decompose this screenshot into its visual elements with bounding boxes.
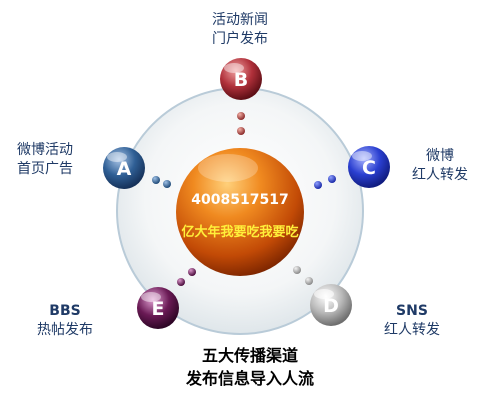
node-c-label: 微博 红人转发 — [395, 147, 485, 185]
node-b-ball — [220, 58, 262, 100]
connector-dot — [152, 176, 160, 184]
connector-dot — [177, 278, 185, 286]
center-sphere-highlight — [198, 154, 258, 182]
node-d-label: SNS 红人转发 — [367, 302, 457, 340]
connector-dot — [163, 180, 171, 188]
node-a-ball — [103, 147, 145, 189]
node-a: A — [103, 147, 145, 189]
connector-dot — [237, 112, 245, 120]
node-b-label-line2: 门户发布 — [212, 31, 268, 47]
node-c-label-line1: 微博 — [426, 148, 454, 164]
node-b-letter: B — [234, 69, 248, 91]
node-a-label: 微博活动 首页广告 — [5, 141, 85, 179]
node-e-ball — [137, 287, 179, 329]
caption-line2: 发布信息导入人流 — [185, 369, 314, 388]
node-c-letter: C — [362, 157, 376, 179]
node-c: C — [348, 146, 390, 188]
node-d: D — [310, 284, 352, 326]
connector-dot — [305, 277, 313, 285]
node-e: E — [137, 287, 179, 329]
node-a-highlight — [107, 152, 127, 162]
node-e-letter: E — [152, 298, 165, 320]
center-slogan: 亿大年我要吃我要吃 — [181, 224, 298, 240]
connector-dot — [314, 181, 322, 189]
node-d-letter: D — [323, 295, 339, 317]
caption-line1: 五大传播渠道 — [201, 346, 298, 365]
diagram-caption: 五大传播渠道 发布信息导入人流 — [150, 344, 350, 390]
connector-dots-a — [152, 176, 171, 188]
connector-dot — [328, 175, 336, 183]
center-sphere — [176, 148, 304, 276]
node-e-label-line2: 热帖发布 — [37, 322, 93, 338]
node-d-highlight — [314, 289, 334, 299]
node-e-label-line1: BBS — [49, 303, 81, 319]
node-c-label-line2: 红人转发 — [412, 167, 468, 183]
node-a-label-line1: 微博活动 — [17, 142, 73, 158]
connector-dot — [237, 127, 245, 135]
connector-dots-b — [237, 112, 245, 135]
connector-dots-d — [293, 266, 313, 285]
node-d-label-line1: SNS — [396, 303, 428, 319]
connector-dot — [188, 268, 196, 276]
connector-dots-e — [177, 268, 196, 286]
node-a-label-line2: 首页广告 — [17, 161, 73, 177]
connector-dot — [293, 266, 301, 274]
center-phone: 4008517517 — [191, 192, 288, 208]
node-b-highlight — [224, 63, 244, 73]
node-e-highlight — [141, 292, 161, 302]
node-b-label: 活动新闻 门户发布 — [190, 11, 290, 49]
node-b: B — [220, 58, 262, 100]
node-e-label: BBS 热帖发布 — [20, 302, 110, 340]
node-c-ball — [348, 146, 390, 188]
node-a-letter: A — [117, 158, 132, 180]
node-c-highlight — [352, 151, 372, 161]
node-b-label-line1: 活动新闻 — [212, 12, 268, 28]
connector-dots-c — [314, 175, 336, 189]
node-d-label-line2: 红人转发 — [384, 322, 440, 338]
